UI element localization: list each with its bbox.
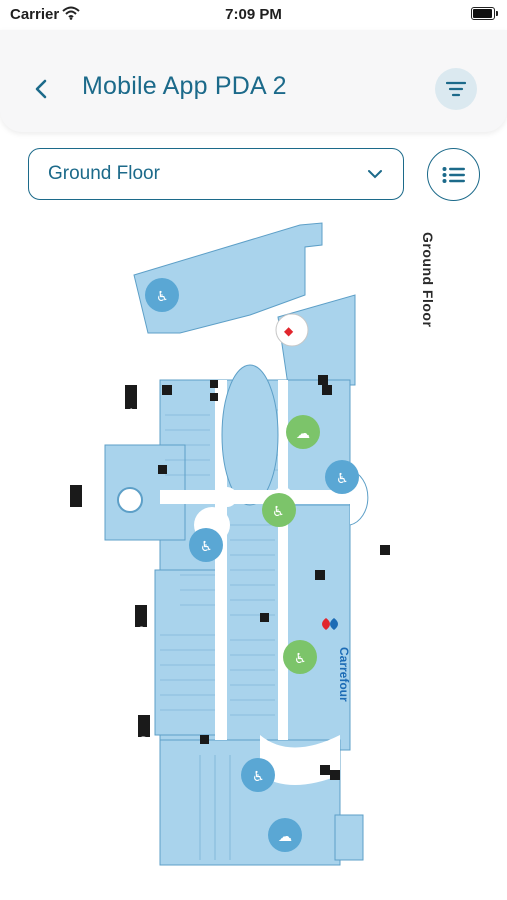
- filter-icon: [446, 81, 466, 97]
- poi-cloud-3[interactable]: ♿: [283, 640, 317, 674]
- poi-elevator-1[interactable]: ♿: [145, 278, 179, 312]
- status-time: 7:09 PM: [225, 6, 282, 23]
- poi-elevator-2[interactable]: ♿: [325, 460, 359, 494]
- map-area-east: [284, 504, 351, 751]
- zone-c-label: C: [138, 625, 145, 635]
- zone-d-label: D: [141, 735, 148, 745]
- poi-restroom[interactable]: ◆: [275, 313, 309, 347]
- svg-text:♿: ♿: [200, 538, 213, 554]
- svg-text:◆: ◆: [284, 324, 294, 338]
- floor-map[interactable]: A B C D Carrefour ♿ ◆ ☁ ♿ ♿ ♿ ♿ ♿ ☁: [50, 215, 420, 870]
- list-view-button[interactable]: [427, 148, 480, 201]
- floor-dropdown[interactable]: Ground Floor: [28, 148, 404, 200]
- map-floor-label: Ground Floor: [420, 232, 436, 328]
- floor-dropdown-value: Ground Floor: [48, 163, 160, 184]
- map-area-south-west: [154, 569, 221, 736]
- svg-text:♿: ♿: [336, 470, 349, 486]
- svg-text:♿: ♿: [272, 503, 285, 519]
- status-bar: Carrier 7:09 PM: [0, 0, 507, 30]
- app-header: Mobile App PDA 2: [0, 30, 507, 132]
- svg-text:♿: ♿: [156, 288, 169, 304]
- filter-button[interactable]: [435, 68, 477, 110]
- chevron-down-icon: [367, 166, 383, 184]
- wifi-icon: [62, 6, 80, 25]
- map-area-north-west: [133, 222, 323, 334]
- list-icon: [442, 166, 465, 183]
- poi-elevator-3[interactable]: ♿: [189, 528, 223, 562]
- page-title: Mobile App PDA 2: [82, 72, 287, 100]
- poi-cloud-1[interactable]: ☁: [286, 415, 320, 449]
- carrier-label: Carrier: [10, 6, 60, 23]
- zone-b-label: B: [74, 507, 81, 517]
- svg-text:☁: ☁: [278, 828, 292, 844]
- map-area-south-east: [334, 814, 364, 861]
- chevron-left-icon: [35, 79, 47, 99]
- poi-elevator-4[interactable]: ♿: [241, 758, 275, 792]
- poi-cloud-2[interactable]: ♿: [262, 493, 296, 527]
- back-button[interactable]: [26, 74, 56, 104]
- svg-text:☁: ☁: [296, 425, 310, 441]
- svg-text:♿: ♿: [294, 650, 307, 666]
- carrefour-label: Carrefour: [337, 647, 351, 702]
- carrefour-logo: Carrefour: [322, 618, 351, 702]
- poi-cloud-4[interactable]: ☁: [268, 818, 302, 852]
- battery-icon: [471, 7, 498, 20]
- central-atrium: [221, 364, 279, 506]
- svg-text:♿: ♿: [252, 768, 265, 784]
- zone-a-label: A: [128, 407, 135, 417]
